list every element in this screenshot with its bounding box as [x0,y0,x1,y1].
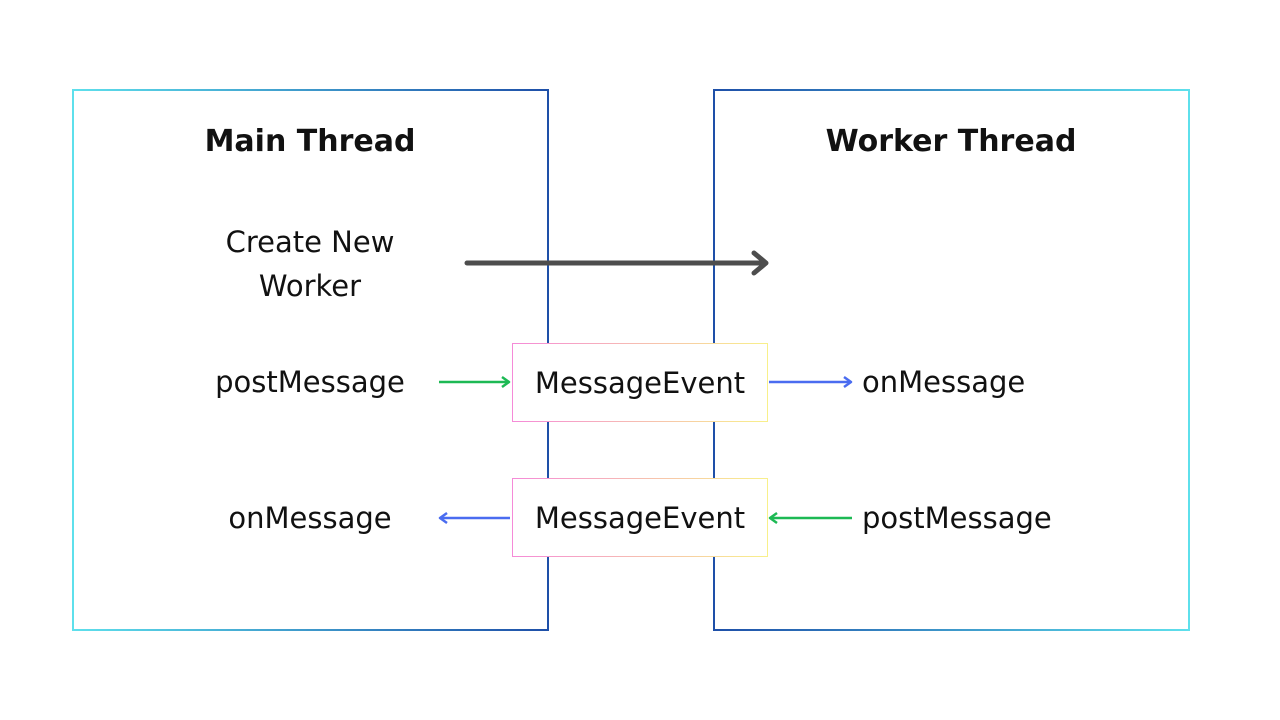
message-event-label-bottom: MessageEvent [534,500,746,535]
main-post-message-label: postMessage [215,365,405,399]
create-new-worker-label-line1: Create New [225,225,395,259]
worker-thread-title: Worker Thread [825,124,1077,159]
main-thread-panel [72,89,549,631]
worker-post-message-label: postMessage [862,501,1052,535]
worker-on-message-label: onMessage [862,365,1026,399]
main-on-message-label: onMessage [228,501,392,535]
message-event-label-top: MessageEvent [534,365,746,400]
message-event-box-top: MessageEvent [512,343,768,422]
main-thread-title: Main Thread [204,124,416,159]
worker-thread-panel [713,89,1190,631]
create-new-worker-label-line2: Worker [258,269,362,303]
message-event-box-bottom: MessageEvent [512,478,768,557]
